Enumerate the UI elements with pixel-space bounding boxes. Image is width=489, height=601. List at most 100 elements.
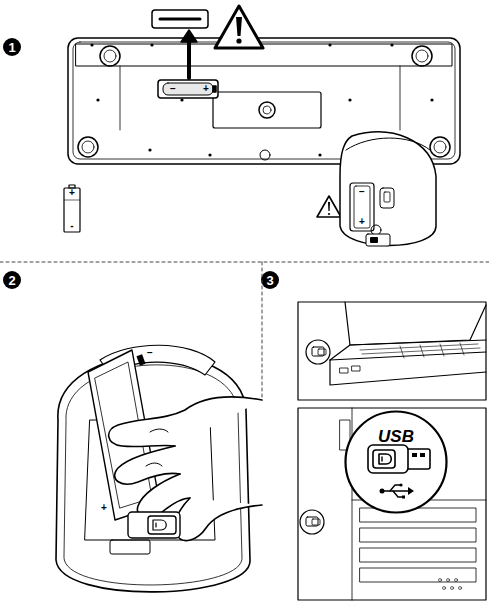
laptop-computer: [330, 340, 486, 360]
callout-number: 2: [8, 274, 15, 287]
laptop-computer: [318, 349, 326, 355]
laptop-computer: [352, 366, 360, 371]
keyboard-underside: [163, 83, 213, 95]
magnifier-outline: [346, 412, 447, 513]
mouse-underside: [346, 138, 430, 150]
keyboard-underside: [120, 66, 400, 130]
keyboard-underside: [78, 137, 98, 157]
mouse-underside: [370, 237, 378, 243]
usb-receiver: [412, 453, 417, 457]
keyboard-underside: [318, 153, 321, 156]
panel-divider: [0, 262, 489, 398]
panel-divider: [262, 262, 263, 398]
usb-receiver: [368, 445, 430, 473]
usb-receiver: [368, 445, 408, 473]
aa-battery: [64, 188, 80, 232]
hand: [109, 397, 262, 541]
callout-badge: [3, 38, 21, 56]
keyboard-underside: [259, 102, 275, 118]
hand: [150, 429, 168, 432]
callout-number: 1: [8, 41, 15, 54]
keyboard-underside: [213, 92, 321, 128]
usb-receiver: [381, 457, 382, 461]
keyboard-underside: [263, 106, 271, 114]
battery-cover: [181, 30, 197, 42]
keyboard-underside: [90, 43, 93, 46]
warning-symbol: [328, 202, 330, 211]
laptop-computer: [400, 343, 464, 358]
laptop-computer: [298, 302, 486, 400]
usb-symbol: [390, 485, 400, 491]
laptop-computer: [306, 340, 330, 364]
polarity-sign: +: [203, 84, 209, 94]
mouse-open-compartment: [56, 355, 250, 592]
mouse-underside: [350, 183, 374, 231]
desktop-computer: [459, 587, 462, 590]
warning-symbol: [215, 6, 263, 48]
desktop-computer: [312, 519, 320, 525]
keyboard-underside: [328, 43, 331, 46]
keyboard-underside: [430, 137, 450, 157]
polarity-sign: −: [359, 187, 365, 197]
usb-receiver: [128, 512, 180, 538]
aa-battery: [64, 185, 80, 232]
polarity-sign: +: [69, 188, 75, 198]
polarity-sign: -: [70, 221, 73, 231]
laptop-computer: [330, 360, 486, 385]
laptop-computer: [298, 302, 486, 400]
desktop-computer: [360, 528, 476, 542]
keyboard-underside: [430, 98, 433, 101]
aa-battery-insertion: [136, 354, 145, 365]
mouse-underside: [366, 234, 390, 246]
desktop-computer: [443, 587, 446, 590]
laptop-computer: [330, 352, 486, 360]
usb-receiver: [148, 516, 176, 534]
warning-symbol: [317, 196, 341, 217]
keyboard-underside: [100, 46, 120, 66]
keyboard-underside: [104, 50, 116, 62]
desktop-computer: [439, 579, 442, 582]
polarity-sign: −: [170, 84, 176, 94]
laptop-computer: [340, 368, 348, 373]
polarity-sign: +: [101, 503, 107, 513]
mouse-underside: [354, 186, 370, 228]
port-label: USB: [344, 428, 448, 445]
mouse-underside: [380, 188, 394, 208]
keyboard-underside: [348, 98, 351, 101]
mouse-underside: [340, 132, 436, 245]
desktop-computer: [451, 587, 454, 590]
hand: [175, 498, 262, 541]
desktop-computer: [439, 579, 462, 590]
polarity-sign: +: [359, 217, 365, 227]
usb-symbol: [380, 483, 415, 498]
mouse-underside: [340, 132, 436, 246]
desktop-computer: [447, 579, 450, 582]
keyboard-underside: [213, 86, 216, 92]
keyboard-underside: [96, 98, 99, 101]
keyboard-underside: [208, 153, 211, 156]
usb-receiver: [379, 454, 391, 464]
keyboard-underside: [148, 148, 151, 151]
aa-battery: [64, 200, 80, 201]
usb-symbol: [393, 491, 403, 497]
usb-symbol: [408, 487, 414, 495]
panel-divider: [0, 262, 489, 263]
battery-cover: [187, 40, 191, 78]
desktop-computer: [300, 510, 324, 534]
callout-number: 3: [266, 274, 273, 287]
keyboard-underside: [158, 80, 218, 98]
warning-symbol: [236, 17, 242, 36]
desktop-computer: [360, 568, 476, 582]
desktop-computer: [455, 579, 458, 582]
mouse-underside: [384, 192, 390, 202]
polarity-sign: −: [147, 348, 153, 358]
desktop-computer: [298, 408, 486, 600]
keyboard-underside: [180, 98, 183, 101]
keyboard-underside: [260, 150, 270, 160]
battery-cover: [160, 18, 200, 21]
usb-symbol: [399, 483, 402, 486]
keyboard-underside: [390, 43, 393, 46]
callout-badge: [3, 271, 21, 289]
